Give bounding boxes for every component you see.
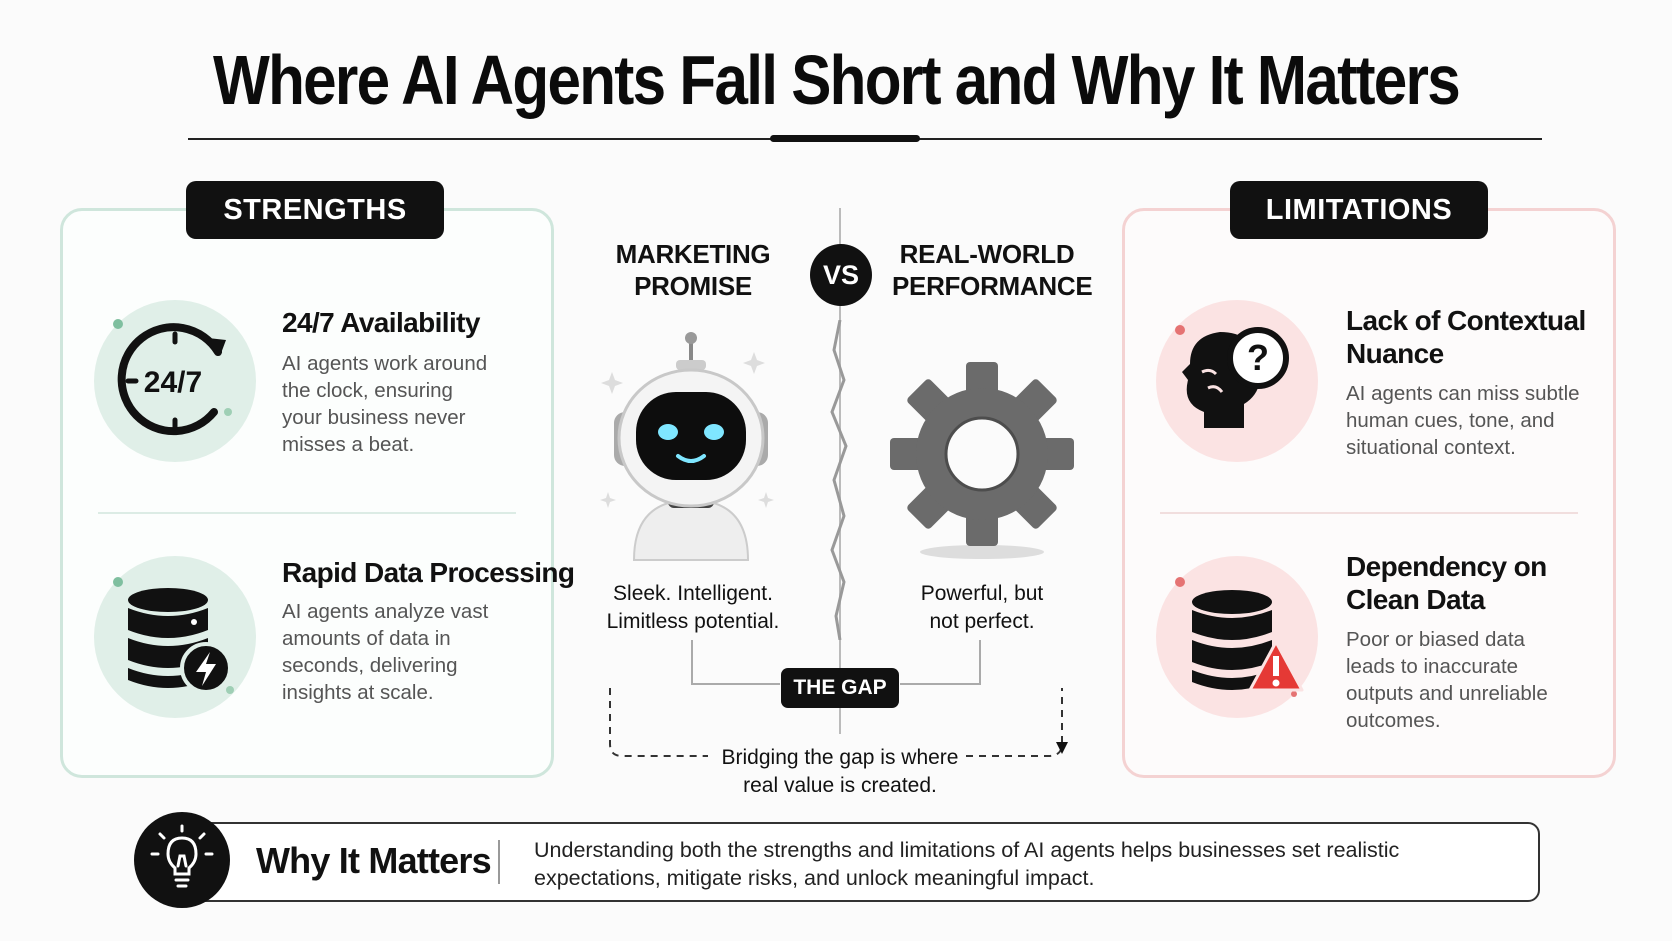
- strengths-divider: [98, 512, 516, 514]
- database-warning-icon: [1156, 556, 1318, 718]
- performance-caption: Powerful, but not perfect.: [920, 582, 1044, 633]
- gap-connector: [609, 640, 1068, 757]
- robot-icon: [600, 332, 774, 561]
- limitations-divider: [1160, 512, 1578, 514]
- strengths-label: STRENGTHS: [186, 181, 444, 239]
- vs-badge: VS: [810, 244, 872, 306]
- head-question-icon: ?: [1156, 300, 1318, 462]
- gear-icon: [890, 362, 1074, 559]
- limitations-label: LIMITATIONS: [1230, 181, 1488, 239]
- clock-label: 24/7: [144, 366, 202, 399]
- limitation-desc-data: Poor or biased data leads to inaccurate …: [1346, 628, 1548, 732]
- why-it-matters-title: Why It Matters: [256, 840, 492, 881]
- marketing-caption: Sleek. Intelligent. Limitless potential.: [606, 582, 780, 633]
- why-it-matters-box: [188, 822, 1540, 902]
- strength-title-processing: Rapid Data Processing: [282, 557, 575, 588]
- clock-24-7-icon: 24/7: [94, 300, 256, 462]
- why-separator: [498, 840, 500, 884]
- limitation-title-data: Dependency on Clean Data: [1346, 551, 1547, 615]
- real-world-heading: REAL-WORLD PERFORMANCE: [892, 239, 1093, 301]
- crack-line: [830, 320, 848, 640]
- limitation-title-nuance: Lack of Contextual Nuance: [1346, 305, 1586, 369]
- title-underline-accent: [770, 135, 920, 142]
- database-lightning-icon: [94, 556, 256, 718]
- page-title: Where AI Agents Fall Short and Why It Ma…: [212, 41, 1461, 119]
- strength-desc-processing: AI agents analyze vast amounts of data i…: [282, 600, 489, 704]
- center-divider: [839, 208, 841, 734]
- marketing-promise-heading: MARKETING PROMISE: [615, 239, 771, 301]
- limitation-desc-nuance: AI agents can miss subtle human cues, to…: [1346, 382, 1580, 459]
- gap-label: THE GAP: [781, 668, 899, 708]
- bridge-text: Bridging the gap is where real value is …: [721, 746, 959, 797]
- strength-desc-availability: AI agents work around the clock, ensurin…: [282, 352, 488, 456]
- lightbulb-icon: [134, 812, 230, 908]
- why-it-matters-text: Understanding both the strengths and lim…: [534, 838, 1400, 890]
- svg-text:?: ?: [1247, 337, 1269, 378]
- strength-title-availability: 24/7 Availability: [282, 307, 480, 338]
